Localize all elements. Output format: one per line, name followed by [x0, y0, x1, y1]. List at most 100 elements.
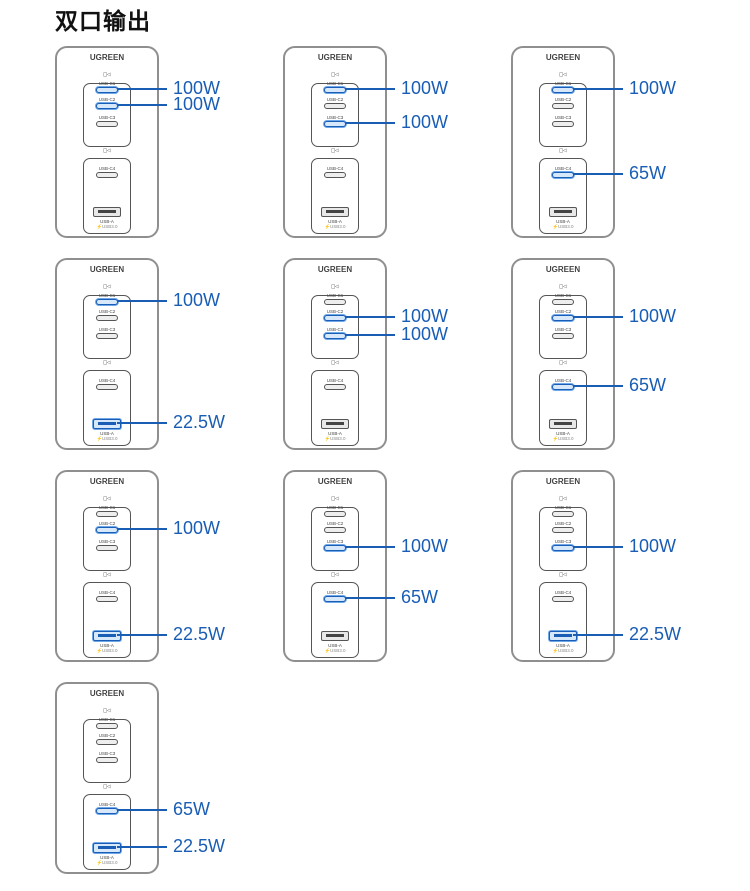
leader-line-c3	[345, 122, 395, 124]
port-group-bottom	[311, 158, 359, 234]
port-label-c2: USB-C2	[98, 97, 116, 102]
port-label-c2: USB-C2	[326, 309, 344, 314]
port-group-top	[83, 719, 131, 783]
leader-line-c1	[573, 88, 623, 90]
usb-c-port-icon	[324, 596, 346, 602]
usb-speed-label: ⚡USB3.0	[552, 648, 574, 653]
port-label-c4: USB-C4	[98, 378, 116, 383]
port-group-top	[83, 507, 131, 571]
usb-speed-label: ⚡USB3.0	[552, 224, 574, 229]
leader-line-c4	[117, 809, 167, 811]
port-label-c4: USB-C4	[326, 590, 344, 595]
usb-a-port-icon	[93, 419, 121, 429]
leader-line-a	[573, 634, 623, 636]
usb-a-port-icon	[549, 631, 577, 641]
usb-speed-label: ⚡USB3.0	[96, 648, 118, 653]
output-power-label: 100W	[401, 306, 449, 326]
port-label-c2: USB-C2	[98, 521, 116, 526]
usb-a-port-icon	[549, 207, 577, 217]
leader-line-c2	[345, 316, 395, 318]
port-label-c2: USB-C2	[554, 309, 572, 314]
usb-a-port-icon	[321, 207, 349, 217]
port-label-a: USB-A	[100, 643, 114, 648]
power-delivery-icon: □◁	[103, 495, 111, 502]
output-power-label: 100W	[401, 112, 449, 132]
port-label-c2: USB-C2	[98, 733, 116, 738]
usb-c-port-icon	[324, 121, 346, 127]
power-delivery-icon: □◁	[559, 359, 567, 366]
port-label-c3: USB-C3	[326, 327, 344, 332]
port-group-bottom	[83, 158, 131, 234]
usb-c-port-icon	[96, 384, 118, 390]
usb-c-port-icon	[552, 172, 574, 178]
port-label-c1: USB-C1	[554, 293, 572, 298]
port-group-bottom	[539, 370, 587, 446]
brand-logo: UGREEN	[545, 53, 581, 62]
usb-a-port-icon	[93, 207, 121, 217]
port-label-c3: USB-C3	[554, 539, 572, 544]
port-group-top	[83, 83, 131, 147]
usb-a-tongue	[554, 634, 572, 637]
port-group-bottom	[83, 370, 131, 446]
port-label-c1: USB-C1	[326, 81, 344, 86]
usb-a-tongue	[326, 422, 344, 425]
power-delivery-icon: □◁	[103, 71, 111, 78]
port-group-top	[311, 295, 359, 359]
port-group-top	[539, 83, 587, 147]
output-power-label: 100W	[401, 324, 449, 344]
output-power-label: 65W	[629, 375, 667, 395]
port-label-c2: USB-C2	[98, 309, 116, 314]
usb-c-port-icon	[324, 87, 346, 93]
power-delivery-icon: □◁	[103, 359, 111, 366]
usb-c-port-icon	[96, 757, 118, 763]
port-label-a: USB-A	[328, 219, 342, 224]
usb-c-port-icon	[552, 315, 574, 321]
port-label-a: USB-A	[556, 643, 570, 648]
usb-speed-label: ⚡USB3.0	[96, 860, 118, 865]
usb-c-port-icon	[552, 121, 574, 127]
port-label-c1: USB-C1	[326, 293, 344, 298]
leader-line-c1	[345, 88, 395, 90]
port-label-c3: USB-C3	[98, 327, 116, 332]
leader-line-c4	[573, 173, 623, 175]
output-power-label: 100W	[401, 78, 449, 98]
usb-c-port-icon	[324, 527, 346, 533]
power-delivery-icon: □◁	[331, 359, 339, 366]
usb-c-port-icon	[96, 172, 118, 178]
power-delivery-icon: □◁	[559, 71, 567, 78]
usb-a-tongue	[554, 422, 572, 425]
usb-c-port-icon	[324, 384, 346, 390]
usb-c-port-icon	[324, 333, 346, 339]
output-power-label: 100W	[629, 536, 677, 556]
port-label-a: USB-A	[328, 643, 342, 648]
port-group-top	[311, 83, 359, 147]
leader-line-c1	[117, 88, 167, 90]
port-group-top	[311, 507, 359, 571]
port-group-bottom	[539, 158, 587, 234]
usb-a-tongue	[554, 210, 572, 213]
usb-speed-label: ⚡USB3.0	[324, 648, 346, 653]
port-label-c4: USB-C4	[326, 378, 344, 383]
port-label-a: USB-A	[100, 855, 114, 860]
leader-line-c3	[573, 546, 623, 548]
port-group-bottom	[83, 794, 131, 870]
leader-line-c2	[117, 528, 167, 530]
port-group-top	[83, 295, 131, 359]
port-group-top	[539, 295, 587, 359]
leader-line-a	[117, 846, 167, 848]
port-label-c3: USB-C3	[554, 327, 572, 332]
leader-line-c3	[345, 334, 395, 336]
port-label-c4: USB-C4	[554, 378, 572, 383]
usb-c-port-icon	[96, 723, 118, 729]
